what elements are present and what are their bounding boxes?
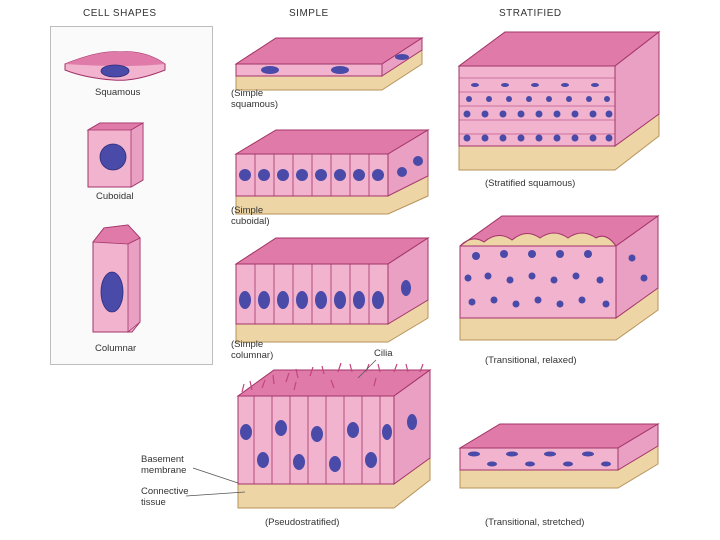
transitional-stretched-illustration bbox=[456, 418, 662, 490]
stratified-squamous-label: (Stratified squamous) bbox=[485, 178, 575, 189]
transitional-relaxed-label: (Transitional, relaxed) bbox=[485, 355, 577, 366]
pseudostratified-label: (Pseudostratified) bbox=[265, 517, 339, 528]
stratified-squamous-illustration bbox=[455, 26, 665, 176]
transitional-relaxed-illustration bbox=[456, 206, 662, 346]
transitional-stretched-label: (Transitional, stretched) bbox=[485, 517, 584, 528]
